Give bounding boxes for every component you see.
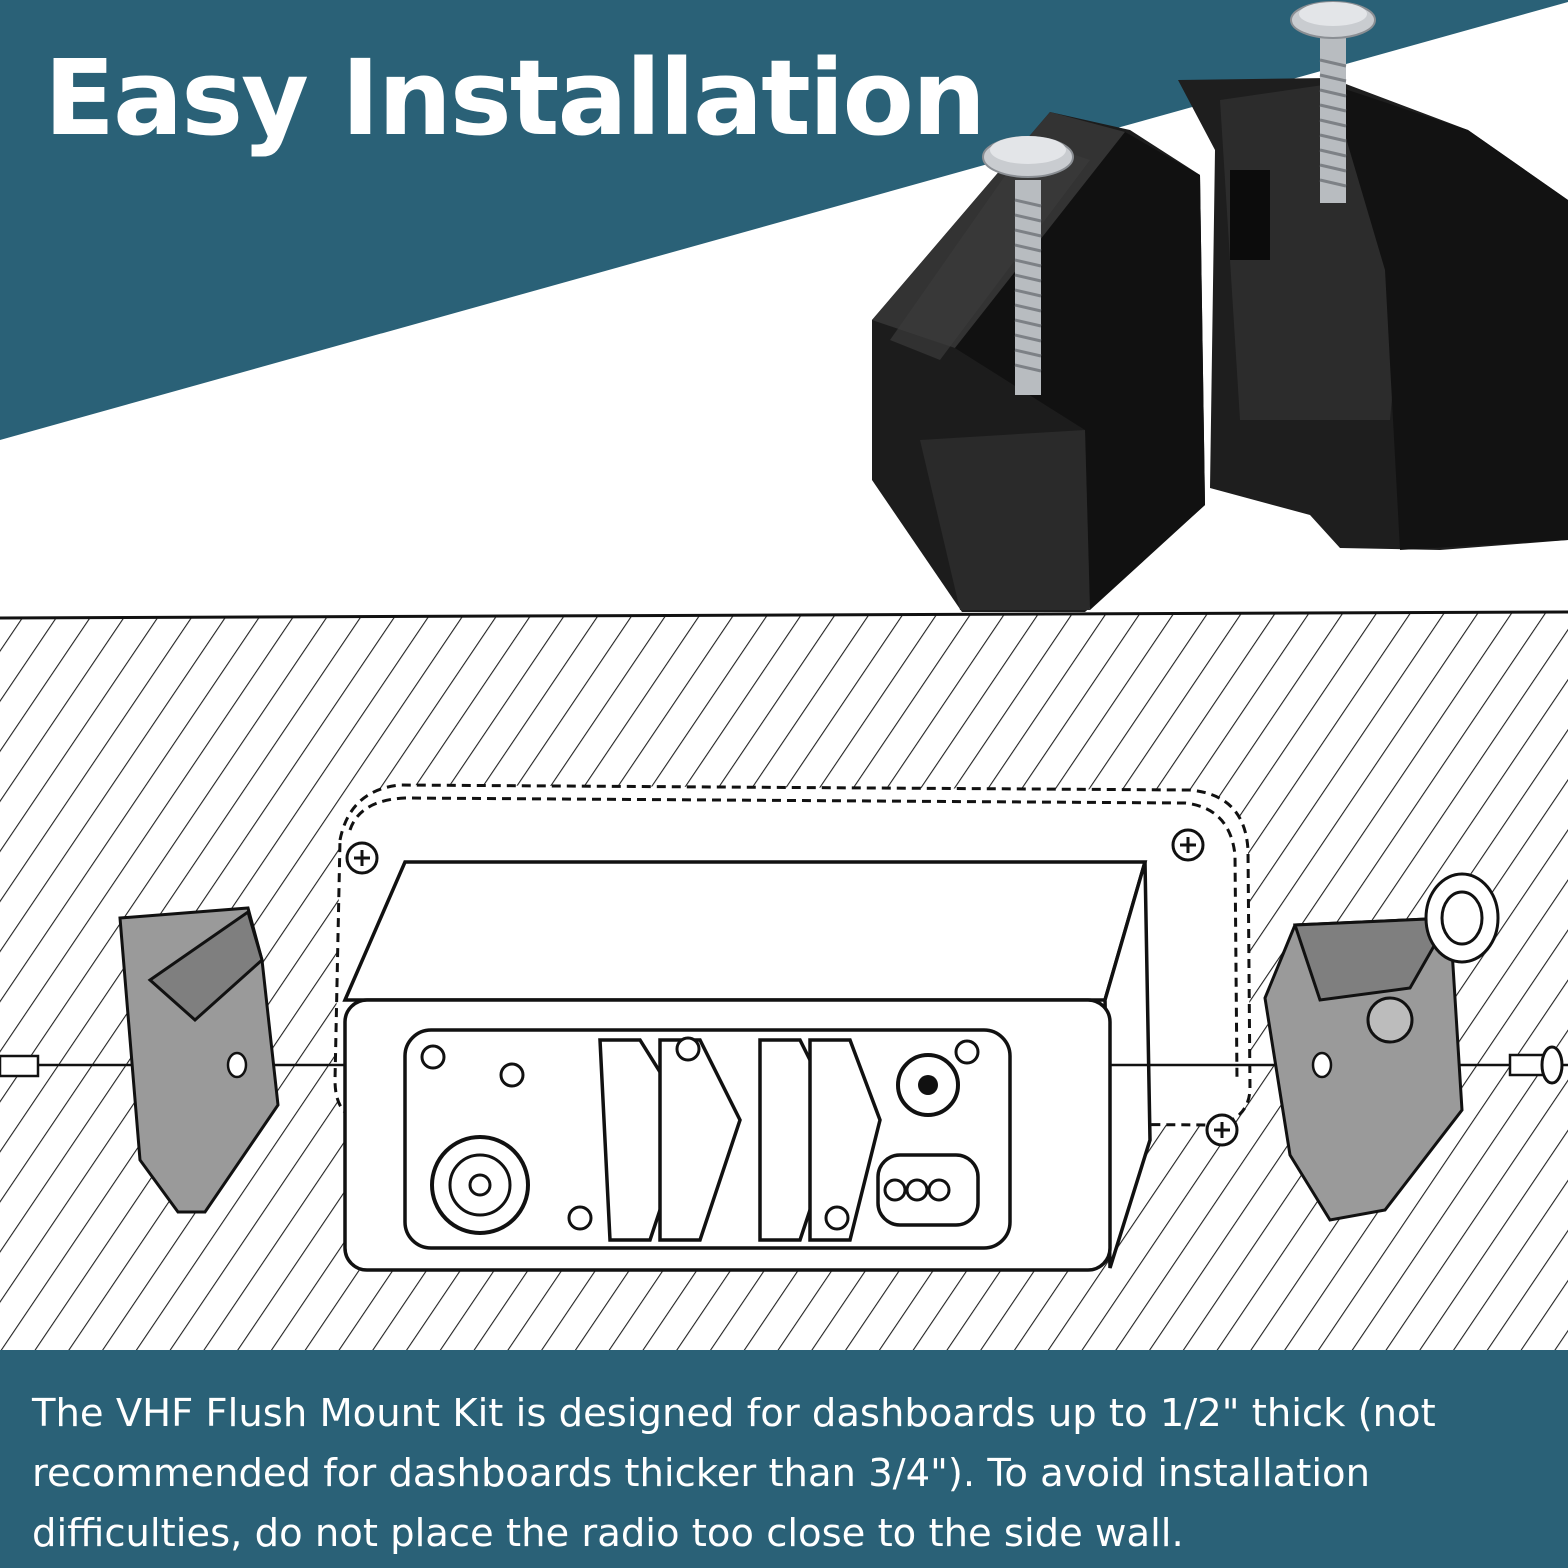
page-title: Easy Installation bbox=[44, 37, 986, 159]
screw-icon bbox=[982, 136, 1074, 395]
banner-triangle bbox=[0, 0, 1568, 440]
caption-band bbox=[0, 1350, 1568, 1568]
right-screw-icon bbox=[1508, 1045, 1564, 1085]
installation-diagram bbox=[0, 610, 1568, 1350]
screw-icon bbox=[1290, 1, 1376, 203]
corner-screw-icon bbox=[1205, 1113, 1239, 1147]
black-bracket-icon bbox=[1178, 78, 1568, 550]
left-bracket-icon bbox=[118, 906, 280, 1214]
header-banner bbox=[0, 0, 1568, 440]
dashboard-edge bbox=[0, 610, 1568, 620]
brackets-photo bbox=[872, 1, 1568, 612]
description-text: The VHF Flush Mount Kit is designed for … bbox=[32, 1391, 1436, 1556]
vhf-radio-icon bbox=[342, 860, 1152, 1272]
corner-screw-icon bbox=[345, 841, 379, 875]
right-bracket-icon bbox=[1263, 916, 1464, 1222]
left-screw-icon bbox=[0, 1054, 40, 1078]
washer-icon bbox=[1424, 872, 1500, 964]
corner-screw-icon bbox=[1171, 828, 1205, 862]
